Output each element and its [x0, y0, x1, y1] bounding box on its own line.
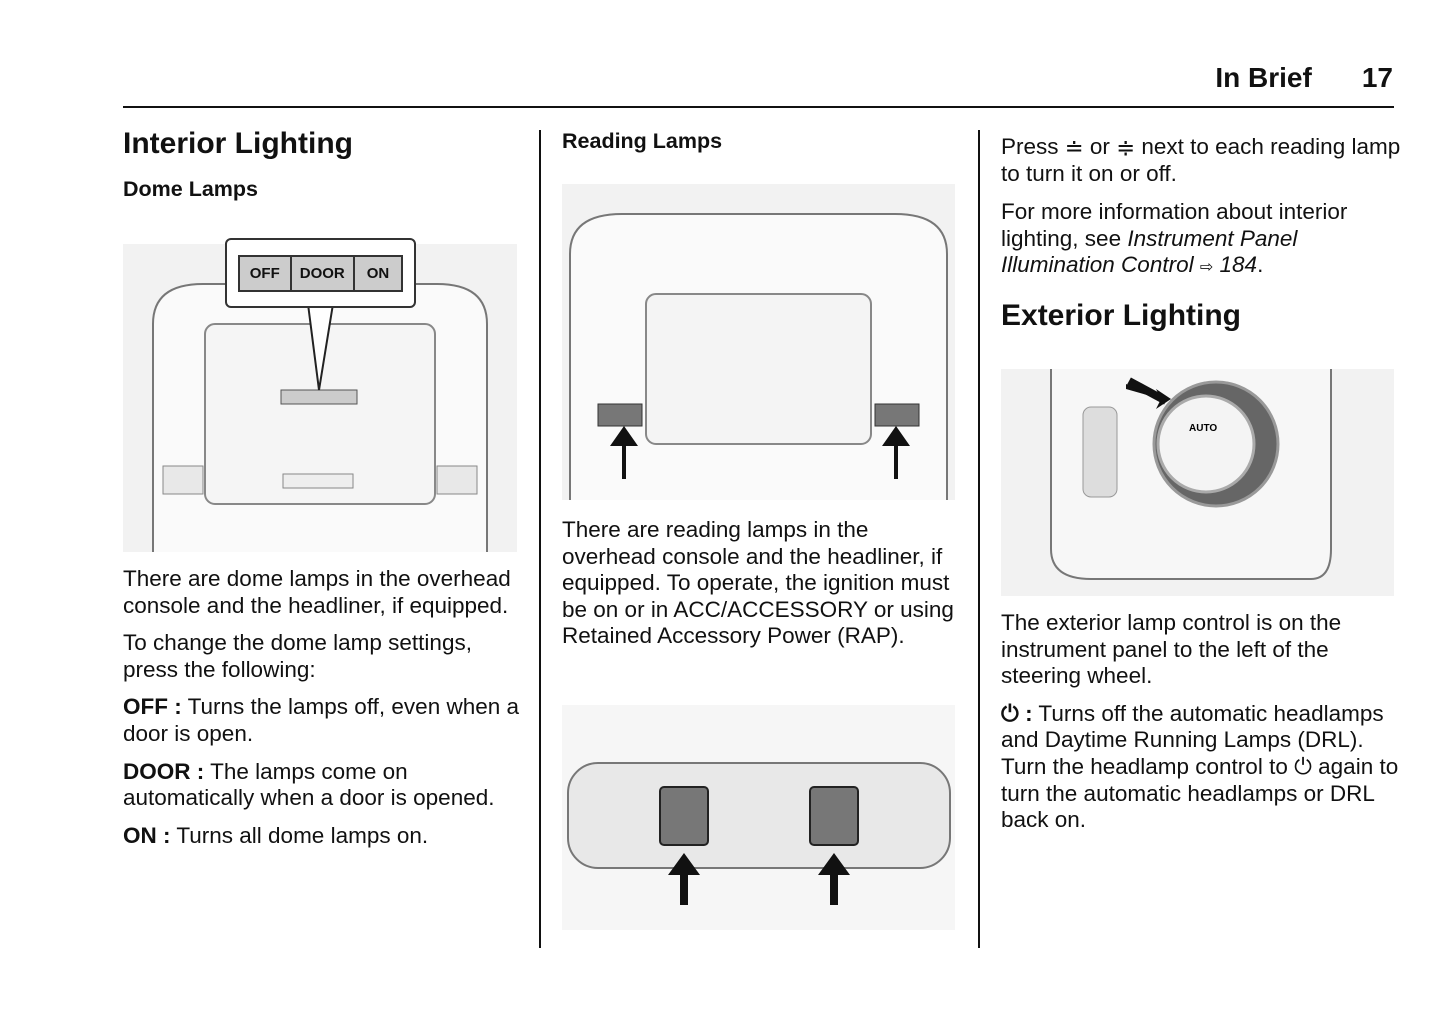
page-reference[interactable]: 184 [1219, 252, 1258, 278]
paragraph: There are reading lamps in the overhead … [562, 517, 954, 649]
column-2: Reading Lamps [562, 128, 962, 154]
dome-switch-callout: OFF DOOR ON [225, 238, 416, 308]
text: Press [1001, 134, 1059, 159]
term: DOOR : [123, 758, 205, 784]
running-header: In Brief 17 [1215, 62, 1393, 94]
page-ref-arrow-icon: ⇨ [1199, 259, 1214, 277]
press-instruction: Press ≐ or ≑ next to each reading lamp t… [1001, 134, 1401, 188]
column-1-body: There are dome lamps in the overhead con… [123, 566, 523, 860]
reading-lamp-switch-figure [562, 705, 955, 930]
definition-off: ⏻ : Turns off the automatic headlamps an… [1001, 701, 1401, 834]
column-1: Interior Lighting Dome Lamps [123, 126, 523, 202]
text: Turns off the automatic headlamps and Da… [1001, 700, 1384, 779]
on-label: ON [366, 264, 390, 282]
section-heading: Exterior Lighting [1001, 298, 1241, 332]
column-2-body: There are reading lamps in the overhead … [562, 517, 962, 661]
term: ON : [123, 822, 171, 848]
header-rule [123, 106, 1394, 108]
auto-label: AUTO [1189, 423, 1217, 434]
definition-door: DOOR : The lamps come on automatically w… [123, 759, 523, 812]
column-divider [539, 130, 541, 948]
reading-lamp-switch-illustration [567, 762, 951, 905]
column-divider [978, 130, 980, 948]
page-number: 17 [1361, 62, 1393, 93]
section-title: In Brief [1215, 62, 1312, 93]
reading-lamp-figure [562, 184, 955, 500]
reading-lamp-right-icon: ≑ [1116, 134, 1136, 160]
definition: Turns all dome lamps on. [170, 822, 429, 848]
power-icon: ⏻ [1294, 753, 1312, 779]
definition-on: ON : Turns all dome lamps on. [123, 823, 523, 850]
text: For more information about interior ligh… [1001, 198, 1348, 251]
text: or [1089, 134, 1110, 159]
more-info: For more information about interior ligh… [1001, 198, 1348, 278]
definition: Turns the lamps off, even when a door is… [123, 694, 520, 746]
headlamp-control-illustration: AUTO [1050, 369, 1332, 580]
paragraph: To change the dome lamp settings, press … [123, 630, 472, 682]
paragraph: The exterior lamp control is on the inst… [1001, 610, 1342, 689]
text: next to each reading lamp to turn it on … [1001, 134, 1401, 187]
reading-lamp-left-icon: ≐ [1064, 134, 1084, 160]
subheading: Dome Lamps [123, 177, 259, 201]
cross-reference-link[interactable]: Instrument Panel Illumination Control [1001, 225, 1298, 278]
column-3-body: The exterior lamp control is on the inst… [1001, 610, 1401, 845]
definition: The lamps come on automatically when a d… [123, 758, 495, 811]
exterior-lamp-figure: AUTO [1001, 369, 1394, 596]
subheading: Reading Lamps [562, 129, 723, 153]
definition-off: OFF : Turns the lamps off, even when a d… [123, 694, 523, 747]
door-label: DOOR [292, 256, 355, 290]
term: : [1018, 700, 1033, 726]
section-heading: Interior Lighting [123, 127, 353, 160]
paragraph: There are dome lamps in the overhead con… [123, 566, 511, 618]
term: OFF : [123, 694, 182, 720]
column-3: Press ≐ or ≑ next to each reading lamp t… [1001, 134, 1401, 334]
reading-lamp-illustration [569, 213, 948, 500]
power-icon: ⏻ [1001, 700, 1019, 726]
off-label: OFF [240, 256, 292, 290]
text: again to turn the automatic headlamps or… [1001, 753, 1399, 833]
